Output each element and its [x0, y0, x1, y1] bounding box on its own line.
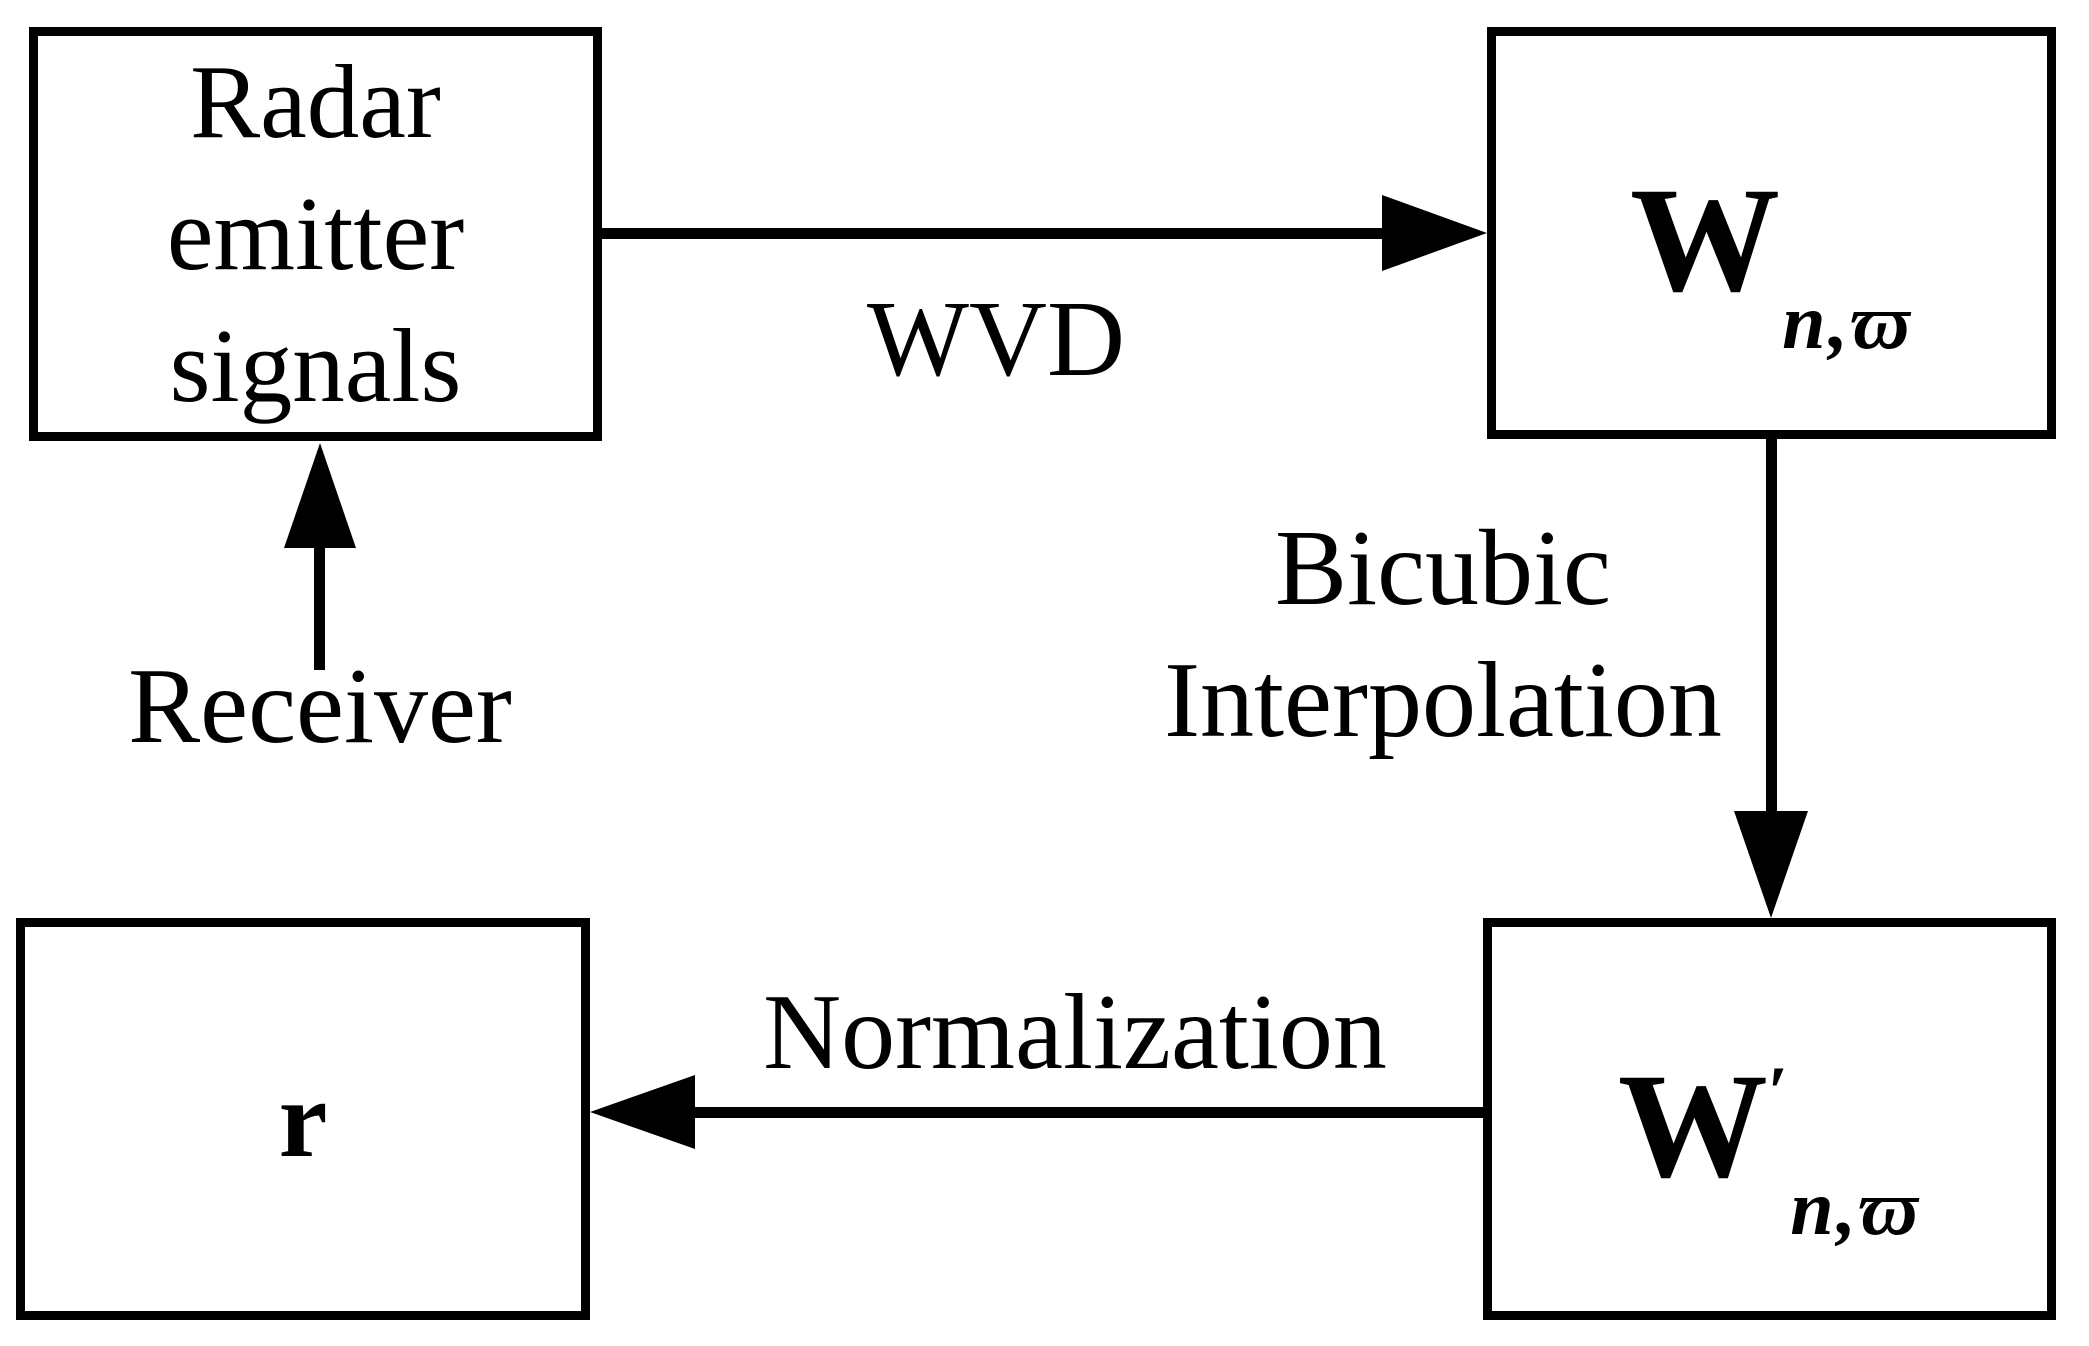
- formula-subscript: n,ϖ: [1790, 1164, 1922, 1251]
- wvd-arrowhead-right-icon: [1382, 195, 1487, 271]
- result-vector-label: r: [278, 1057, 328, 1180]
- receiver-arrowhead-up-icon: [284, 443, 356, 548]
- formula-base-w-prime: W: [1617, 1043, 1768, 1209]
- wvd-matrix-formula: Wn,ϖ: [1630, 154, 1913, 367]
- normalization-arrow-shaft: [692, 1107, 1483, 1118]
- normalization-arrowhead-left-icon: [590, 1075, 695, 1149]
- wvd-matrix-box: Wn,ϖ: [1487, 27, 2056, 439]
- formula-base-w: W: [1630, 157, 1781, 323]
- interpolated-matrix-formula: W′n,ϖ: [1618, 1040, 1921, 1253]
- normalization-label: Normalization: [763, 973, 1387, 1092]
- wvd-arrow-label: WVD: [867, 280, 1125, 399]
- bicubic-interpolation-label: Bicubic Interpolation: [1164, 509, 1722, 760]
- radar-emitter-signals-label: Radar emitter signals: [166, 42, 465, 425]
- receiver-arrow-shaft: [314, 545, 325, 670]
- interpolated-matrix-box: W′n,ϖ: [1483, 918, 2056, 1320]
- bicubic-arrow-shaft: [1766, 436, 1777, 814]
- radar-emitter-signals-box: Radar emitter signals: [29, 27, 602, 441]
- result-vector-box: r: [16, 918, 590, 1320]
- wvd-arrow-shaft: [602, 228, 1385, 239]
- formula-subscript: n,ϖ: [1782, 278, 1913, 365]
- bicubic-arrowhead-down-icon: [1734, 811, 1808, 918]
- receiver-label: Receiver: [128, 647, 512, 766]
- formula-prime-mark: ′: [1767, 1052, 1789, 1132]
